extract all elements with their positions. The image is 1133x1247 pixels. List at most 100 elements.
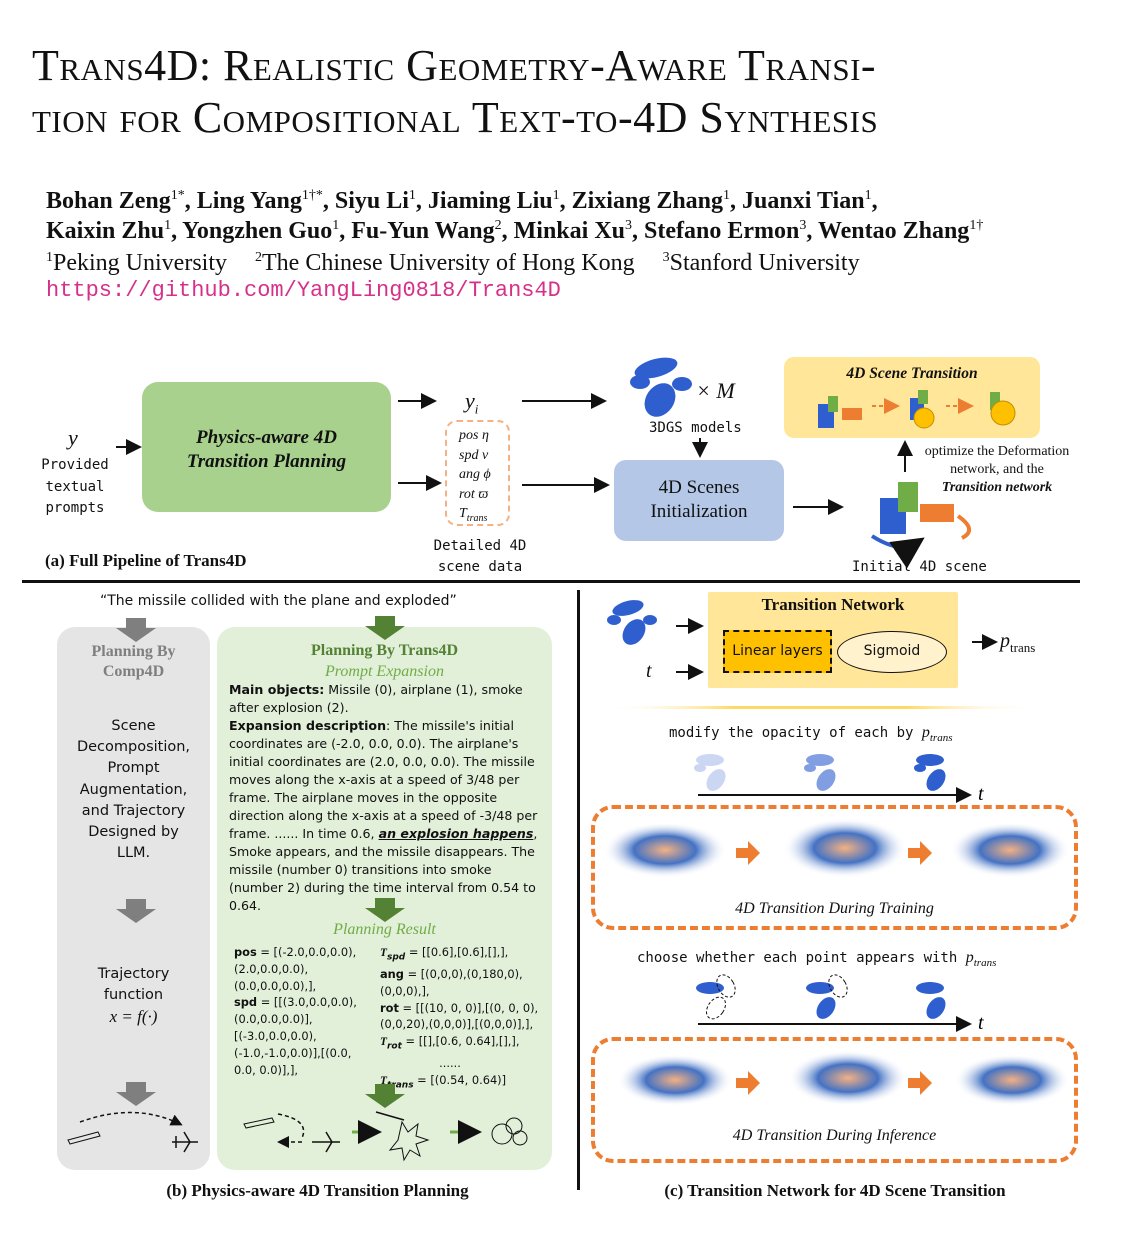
green-arrow-icon (365, 616, 405, 640)
p-sub: trans (1010, 640, 1036, 655)
opacity-p: p (921, 724, 930, 741)
expansion-text-2: , Smoke appears, and the missile disappe… (229, 826, 538, 913)
code-line: rot = [[(10, 0, 0)],[(0, 0, 0),(0,0,20),… (380, 1000, 548, 1034)
code-line: spd = [[(3.0,0.0,0.0), (0.0,0.0,0.0)], [… (234, 994, 374, 1078)
comp4d-title-line: Comp4D (102, 663, 165, 680)
opacity-gaussians-icon (694, 754, 946, 791)
scene-data-line: Detailed 4D (433, 538, 527, 554)
code-sub: spd (386, 952, 406, 963)
trajectory-desc: Trajectory function x = f(·) (57, 964, 210, 1027)
author-name: Stefano Ermon (644, 218, 800, 244)
input-label-line: prompts (45, 500, 105, 516)
sigmoid-box: Sigmoid (837, 631, 947, 673)
affil-sup-1: 1 (46, 250, 53, 265)
author-affil-sup: 2 (494, 218, 502, 233)
planning-result-label: Planning Result (333, 921, 436, 938)
opacity-label: modify the opacity of each by (669, 725, 922, 741)
github-link[interactable]: https://github.com/YangLing0818/Trans4D (46, 278, 561, 303)
choose-text: choose whether each point appears with p… (637, 949, 996, 969)
author-name: Kaixin Zhu (46, 218, 165, 244)
author-name: Ling Yang (196, 188, 302, 214)
prompt-quote: “The missile collided with the plane and… (100, 593, 457, 609)
author-line-2: Kaixin Zhu1, Yongzhen Guo1, Fu-Yun Wang2… (46, 218, 984, 244)
title-line-2: tion for Compositional Text-to-4D Synthe… (32, 93, 879, 142)
code-left: pos = [(-2.0,0.0,0.0), (2.0,0.0,0.0),(0.… (234, 944, 374, 1078)
planning-box: Physics-aware 4D Transition Planning (142, 382, 391, 512)
code-sub: rot (386, 1041, 402, 1052)
author-name: Juanxi Tian (742, 188, 865, 214)
input-y-symbol: y (68, 425, 78, 450)
comp4d-desc-line: Augmentation, (79, 781, 188, 798)
scene-var-trans: Ttrans (459, 504, 508, 528)
scene-var-t-sub: trans (466, 512, 488, 524)
code-key: T (380, 947, 387, 959)
code-line: ...... (380, 1055, 520, 1072)
code-line: Trot = [[],[0.6, 0.64],[],], (380, 1033, 548, 1055)
code-val: = [[0.6],[0.6],[],], (405, 945, 509, 959)
p-base: p (1000, 630, 1010, 652)
yi-sub: i (474, 401, 479, 417)
times-m: × M (696, 378, 735, 403)
scene-var: spd ν (459, 447, 489, 463)
scene-vars-box: pos η spd ν ang ϕ rot ϖ Ttrans (445, 420, 510, 526)
affil-2: The Chinese University of Hong Kong (262, 250, 635, 276)
author-affil-sup: 1 (164, 218, 172, 233)
planning-graphics (67, 616, 528, 1162)
code-key: rot (380, 1000, 399, 1015)
author-line-1: Bohan Zeng1*, Ling Yang1†*, Siyu Li1, Ji… (46, 188, 878, 214)
comp4d-desc-line: Designed by (88, 824, 179, 841)
opacity-p-sub: trans (929, 731, 953, 744)
network-title: Transition Network (761, 595, 905, 614)
transition-scene-2 (910, 390, 935, 429)
input-label-line: Provided (41, 457, 109, 473)
author-affil-sup: 1 (723, 188, 731, 203)
code-ellipsis: ...... (439, 1056, 461, 1071)
linear-layers-box: Linear layers (723, 630, 832, 673)
gaussian-cluster-icon (630, 357, 692, 417)
network-graphics: t t (602, 600, 1070, 1106)
gray-arrow-icon (116, 618, 156, 642)
code-key: T (380, 1075, 387, 1088)
scene-data-line: scene data (437, 559, 523, 575)
trajectory-formula: x = f(·) (109, 1007, 158, 1026)
author-affil-sup: 1 (332, 218, 340, 233)
trans4d-trajectory-icon (243, 1111, 528, 1162)
code-val: = [(0.54, 0.64)] (413, 1073, 507, 1088)
code-key: T (380, 1036, 387, 1049)
affil-sup-3: 3 (662, 250, 670, 265)
code-key: spd (234, 995, 258, 1010)
t-symbol: t (646, 660, 652, 682)
author-name: Minkai Xu (513, 218, 626, 244)
author-affil-sup: 1† (969, 218, 984, 233)
scene-var: ang ϕ (459, 467, 491, 482)
comp4d-desc-line: Decomposition, (76, 739, 191, 756)
author-affil-sup: 3 (799, 218, 807, 233)
affil-1: Peking University (53, 250, 227, 276)
optimize-line: optimize the Deformation (924, 444, 1070, 459)
code-line: Ttrans = [(0.54, 0.64)] (380, 1072, 548, 1094)
timeline-t-label: t (978, 1012, 984, 1034)
scene-var-t: T (459, 506, 467, 521)
comp4d-desc-line: and Trajectory (81, 802, 186, 819)
scene-var: pos η (459, 428, 489, 443)
explosion-clouds-inference (617, 1050, 1070, 1106)
paper-title: Trans4D: Realistic Geometry-Aware Transi… (32, 40, 1112, 144)
author-affil-sup: 1 (552, 188, 560, 203)
code-right: Tspd = [[0.6],[0.6],[],], ang = [(0,0,0)… (380, 944, 548, 1094)
gray-arrow-icon (116, 1082, 156, 1106)
gs-label: 3DGS models (649, 420, 742, 436)
title-line-1: Trans4D: Realistic Geometry-Aware Transi… (32, 41, 877, 90)
input-label: Provided textual prompts (30, 455, 120, 520)
code-val: = [(0,0,0),(0,180,0),(0,0,0),], (380, 967, 523, 998)
code-val: = [[],[0.6, 0.64],[],], (401, 1034, 520, 1049)
comp4d-title-line: Planning By (91, 643, 176, 660)
scene-var: rot ϖ (459, 486, 489, 502)
comp4d-panel (57, 627, 210, 1170)
green-arrow-icon (365, 1084, 405, 1108)
author-list: Bohan Zeng1*, Ling Yang1†*, Siyu Li1, Ji… (46, 186, 1106, 246)
expansion-text-1: : The missile's initial coordinates are … (229, 718, 538, 841)
trajectory-line: Trajectory (97, 966, 170, 982)
yi-base: y (465, 388, 475, 413)
init-box-line: 4D Scenes (658, 477, 740, 498)
